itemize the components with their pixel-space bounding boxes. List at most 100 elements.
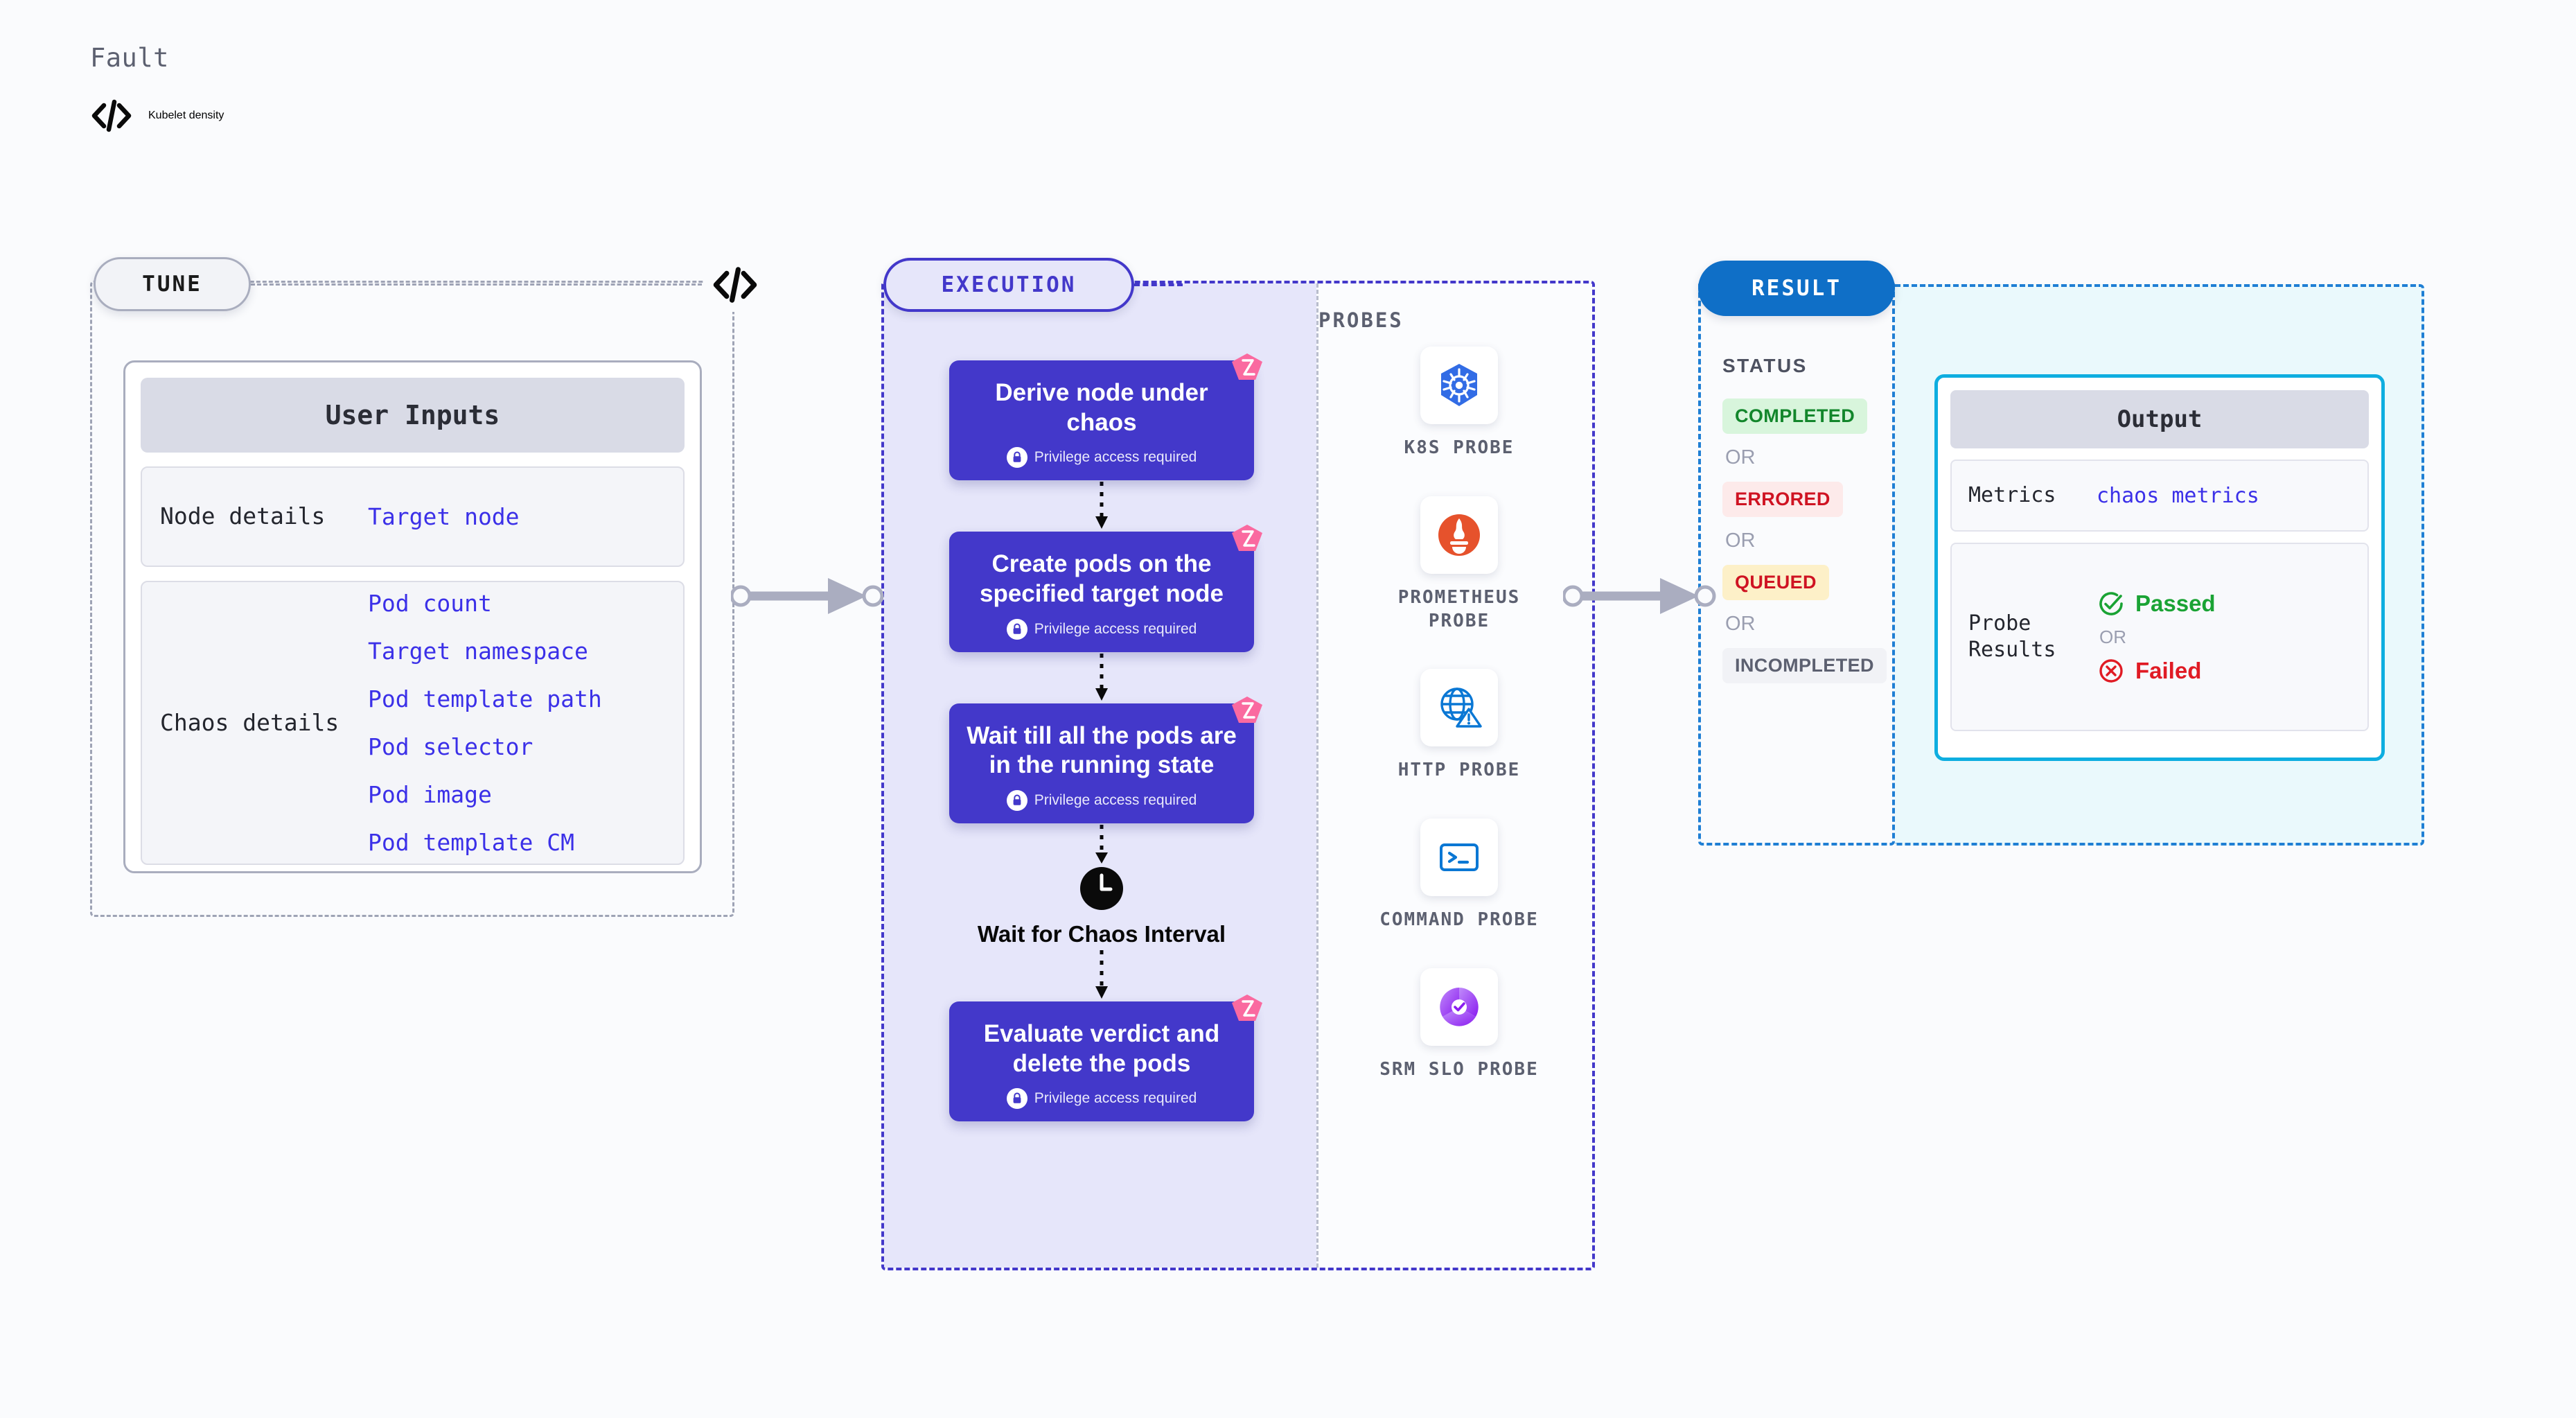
tune-pill[interactable]: TUNE [94, 257, 251, 311]
input-group-node-details: Node details Target node [141, 466, 685, 567]
chaos-logo-icon [1232, 353, 1262, 380]
input-value[interactable]: Pod count [368, 590, 492, 617]
execution-flow: Derive node under chaos Privilege access… [949, 353, 1262, 1122]
input-group-values: Pod count Target namespace Pod template … [368, 590, 602, 856]
x-circle-icon [2099, 658, 2123, 683]
connector-tune-to-execution [731, 572, 890, 620]
step-card-evaluate-verdict[interactable]: Evaluate verdict and delete the pods Pri… [949, 995, 1262, 1122]
probe-item-prometheus[interactable]: PROMETHEUS PROBE [1373, 496, 1546, 633]
probe-result-failed: Failed [2097, 656, 2216, 685]
status-badge: ERRORED [1722, 482, 1843, 517]
probe-result-passed: Passed [2097, 589, 2216, 618]
flow-arrow [949, 949, 1254, 1001]
probe-label: K8S PROBE [1404, 437, 1515, 458]
kubernetes-icon [1420, 347, 1498, 424]
step-subtitle: Privilege access required [963, 618, 1240, 640]
output-group-metrics: Metrics chaos metrics [1950, 459, 2369, 532]
clock-icon [1080, 867, 1123, 911]
chaos-logo-icon [1232, 696, 1262, 723]
output-label: Probe Results [1968, 611, 2056, 662]
lock-icon [1006, 447, 1027, 469]
prometheus-icon [1420, 496, 1498, 574]
probe-item-k8s[interactable]: K8S PROBE [1404, 347, 1515, 460]
connector-execution-to-result [1563, 572, 1722, 620]
input-value[interactable]: Pod image [368, 781, 492, 808]
user-inputs-card: User Inputs Node details Target node Cha… [123, 360, 702, 873]
input-value[interactable]: Pod template path [368, 685, 602, 712]
chaos-logo-icon [1232, 995, 1262, 1022]
probe-result-failed-text: Failed [2135, 657, 2202, 683]
probe-label: PROMETHEUS PROBE [1397, 586, 1521, 631]
output-value-metrics[interactable]: chaos metrics [2097, 483, 2259, 508]
status-badge-list: COMPLETED OR ERRORED OR QUEUED OR INCOMP… [1722, 399, 1889, 683]
code-brackets-icon [704, 258, 766, 312]
or-label: OR [1725, 529, 1756, 552]
probe-item-srm-slo[interactable]: SRM SLO PROBE [1379, 968, 1539, 1082]
lock-icon [1006, 618, 1027, 640]
flow-arrow [949, 823, 1254, 866]
page-title-text: Kubelet density [148, 110, 224, 121]
terminal-icon [1420, 819, 1498, 897]
probes-list: K8S PROBE PROMETHEUS PROBE [1362, 347, 1556, 1082]
step-subtitle-text: Privilege access required [1034, 620, 1197, 637]
input-value[interactable]: Target node [368, 503, 520, 530]
step-title: Derive node under chaos [995, 379, 1208, 436]
probe-result-passed-text: Passed [2135, 590, 2216, 616]
status-badge: COMPLETED [1722, 399, 1868, 434]
status-section-label: STATUS [1722, 355, 1808, 376]
or-label: OR [1725, 613, 1756, 635]
step-subtitle-text: Privilege access required [1034, 449, 1197, 466]
probe-item-http[interactable]: HTTP PROBE [1398, 669, 1521, 782]
probe-label: COMMAND PROBE [1379, 909, 1539, 931]
eyebrow-label: Fault [90, 43, 169, 73]
probe-label: SRM SLO PROBE [1379, 1058, 1539, 1080]
input-group-label: Node details [160, 502, 326, 530]
step-title: Evaluate verdict and delete the pods [983, 1020, 1220, 1077]
lock-icon [1006, 790, 1027, 812]
probe-item-command[interactable]: COMMAND PROBE [1379, 819, 1539, 932]
input-value[interactable]: Target namespace [368, 638, 588, 665]
status-badge: INCOMPLETED [1722, 648, 1887, 683]
lock-icon [1006, 1088, 1027, 1110]
srm-slo-icon [1420, 968, 1498, 1046]
step-subtitle-text: Privilege access required [1034, 1090, 1197, 1107]
wait-for-chaos-interval-node: Wait for Chaos Interval [949, 866, 1254, 949]
or-label: OR [1725, 446, 1756, 469]
input-value[interactable]: Pod template CM [368, 829, 575, 856]
page-header: Fault Kubelet density [90, 43, 224, 135]
step-subtitle: Privilege access required [963, 447, 1240, 469]
globe-alert-icon [1420, 669, 1498, 747]
tune-connector-line [251, 283, 708, 286]
output-card: Output Metrics chaos metrics Probe Resul… [1934, 374, 2385, 761]
probes-section-label: PROBES [1318, 308, 1404, 332]
output-title: Output [1950, 390, 2369, 448]
execution-connector-line [1134, 283, 1183, 286]
step-title: Create pods on the specified target node [979, 550, 1224, 608]
step-card-create-pods[interactable]: Create pods on the specified target node… [949, 525, 1262, 652]
step-subtitle-text: Privilege access required [1034, 792, 1197, 809]
check-circle-icon [2099, 591, 2123, 615]
input-group-label: Chaos details [160, 708, 339, 736]
status-badge: QUEUED [1722, 565, 1829, 600]
chaos-logo-icon [1232, 525, 1262, 552]
output-group-probe-results: Probe Results Passed OR Failed [1950, 543, 2369, 731]
flow-arrow [949, 652, 1254, 703]
page-title: Kubelet density [90, 96, 224, 135]
input-value[interactable]: Pod selector [368, 733, 533, 760]
output-label: Metrics [1968, 482, 2056, 507]
execution-pill[interactable]: EXECUTION [883, 258, 1134, 312]
step-title: Wait till all the pods are in the runnin… [967, 721, 1237, 779]
or-label: OR [2099, 626, 2126, 647]
step-subtitle: Privilege access required [963, 790, 1240, 812]
code-brackets-icon [91, 99, 132, 132]
input-group-chaos-details: Chaos details Pod count Target namespace… [141, 581, 685, 865]
flow-arrow [949, 480, 1254, 532]
result-pill[interactable]: RESULT [1698, 261, 1895, 316]
step-subtitle: Privilege access required [963, 1088, 1240, 1110]
probe-result-values: Passed OR Failed [2097, 589, 2216, 685]
probe-label: HTTP PROBE [1397, 760, 1521, 781]
user-inputs-title: User Inputs [141, 378, 685, 453]
step-card-derive-node[interactable]: Derive node under chaos Privilege access… [949, 353, 1262, 481]
step-card-wait-pods-running[interactable]: Wait till all the pods are in the runnin… [949, 696, 1262, 824]
